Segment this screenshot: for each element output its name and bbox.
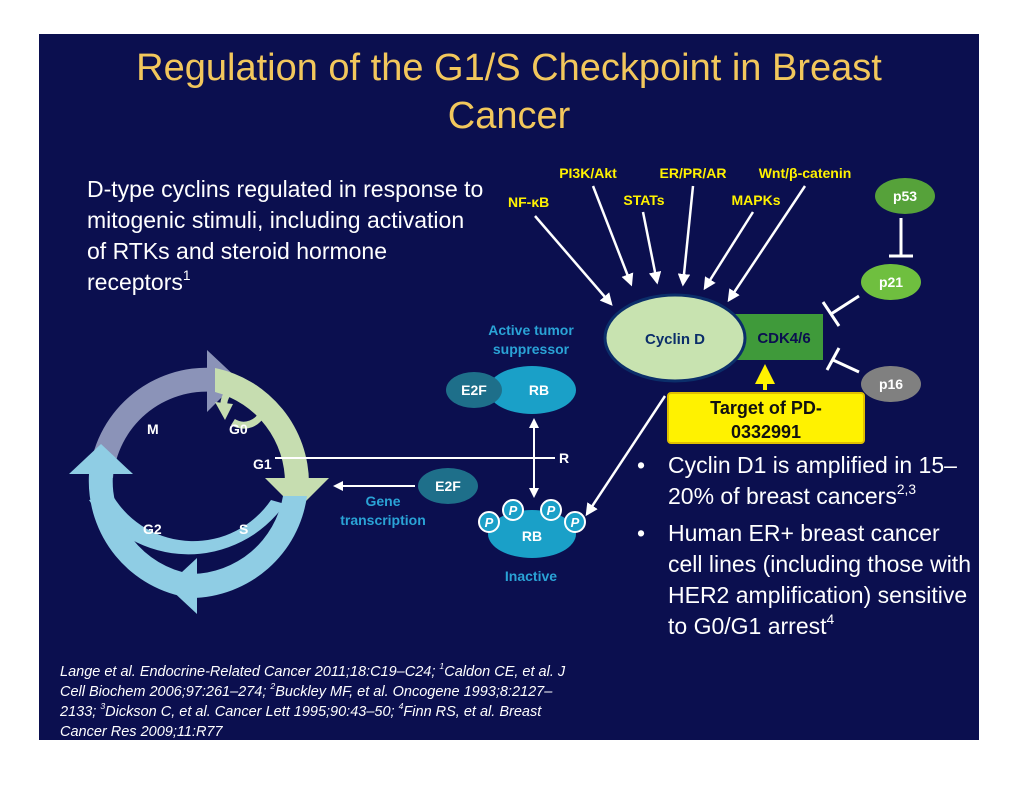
ref-3-post: Dickson C, et al. Cancer Lett 1995;90:43… [105,704,399,720]
arrow-er [677,185,695,287]
phospho-4 [564,511,586,533]
cycle-label-g2: G2 [143,521,162,537]
phospho-3-label: P [547,503,556,518]
slide: Regulation of the G1/S Checkpoint in Bre… [39,34,979,740]
ref-4-sup: 4 [398,701,404,712]
bullet-list: • Cyclin D1 is amplified in 15–20% of bre… [637,450,977,648]
cycle-label-g0: G0 [229,421,248,437]
rb-active-text: RB [529,382,549,398]
phospho-1 [478,511,500,533]
arrow-nfkb [534,215,613,306]
signal-mapk: MAPKs [731,192,780,208]
cycle-g2-arrowhead [69,444,133,474]
e2f-free-label: E2F [435,478,461,494]
signal-stats: STATs [623,192,664,208]
p16-inhibit-line [832,358,860,374]
arrow-stats [641,211,662,285]
arrow-pi3k [591,185,634,287]
cycle-label-s: S [239,521,248,537]
p21-inhibit-line [830,294,860,316]
p21-node [861,264,921,300]
phospho-2 [502,499,524,521]
g0-arrowhead [215,402,233,420]
target-line2: 0332991 [730,422,802,442]
cycle-label-g1: G1 [253,456,272,472]
e2f-bound [446,372,502,408]
rb-active-label-line2: suppressor [493,341,570,357]
intro-text: D-type cyclins regulated in response to … [87,174,487,298]
rb-active [488,366,576,414]
p21-inhibit-bar [821,301,841,327]
cdk-to-rb-arrow [585,395,667,517]
phospho-4-label: P [571,515,580,530]
bullet-item-1: • Cyclin D1 is amplified in 15–20% of bre… [637,450,977,512]
cycle-g1-arrowhead [265,478,329,510]
p16-label: p16 [879,376,903,392]
ref-2-post: Buckley MF, et al. Oncogene 1993;8:2127–… [60,684,553,720]
cycle-g1-arc [215,368,310,484]
bullet-marker: • [637,520,646,546]
cycle-g2-arc [88,474,191,598]
intro-sup: 1 [182,267,191,283]
pathway-diagram: M G0 G1 G2 S R Gene transcription E2F Ac… [69,165,935,614]
rb-active-label-line1: Active tumor [488,322,574,338]
signal-nfkb: NF-κB [508,194,549,210]
bullet-1-sup: 2,3 [896,481,917,497]
rb-inactive-text: RB [522,528,542,544]
title-line-2: Cancer [447,95,571,137]
ref-1-sup: 1 [439,661,445,672]
bullet-2-sup: 4 [826,611,835,627]
phospho-groups: P P P P [478,499,586,533]
arrow-mapk [703,211,755,291]
arrow-wnt [727,185,807,303]
cdk46-label: CDK4/6 [757,330,810,347]
intro-body: D-type cyclins regulated in response to … [87,176,484,295]
bullet-2-text: Human ER+ breast cancer cell lines (incl… [668,520,971,639]
phospho-3 [540,499,562,521]
p16-inhibit-bar [825,347,841,371]
ref-4-post: Finn RS, et al. Breast Cancer Res 2009;1… [60,704,542,740]
bullet-marker: • [637,452,646,478]
rb-inactive [488,510,576,558]
rb-inactive-label: Inactive [505,568,557,584]
cycle-label-m: M [147,421,159,437]
p16-node [861,366,921,402]
gene-transcription-line1: Gene [365,493,400,509]
target-line1: Target of PD- [710,398,822,418]
ref-2-sup: 2 [270,681,276,692]
p53-node [875,178,935,214]
slide-title: Regulation of the G1/S Checkpoint in Bre… [39,44,979,140]
bullet-item-2: • Human ER+ breast cancer cell lines (inc… [637,518,977,642]
drug-target-box: Target of PD- 0332991 [667,392,865,444]
cycle-s-arc [191,496,307,598]
signal-er: ER/PR/AR [660,165,727,181]
ref-1-post: Caldon CE, et al. J Cell Biochem 2006;97… [60,664,566,700]
signal-arrows [534,185,807,306]
signal-wnt: Wnt/β-catenin [759,165,852,181]
e2f-bound-label: E2F [461,382,487,398]
phospho-1-label: P [485,515,494,530]
title-line-1: Regulation of the G1/S Checkpoint in Bre… [136,47,882,89]
signal-pi3k: PI3K/Akt [559,165,617,181]
ref-1-pre: Lange et al. Endocrine-Related Cancer 20… [60,664,440,680]
cyclin-d-label: Cyclin D [645,331,705,348]
ref-3-sup: 3 [100,701,106,712]
cycle-sg2-arc [89,496,285,555]
gene-transcription-line2: transcription [340,512,426,528]
p21-label: p21 [879,274,903,290]
p53-label: p53 [893,188,917,204]
cell-cycle: M G0 G1 G2 S [69,350,329,614]
cyclin-d [603,293,747,383]
phospho-2-label: P [509,503,518,518]
bullet-1-text: Cyclin D1 is amplified in 15–20% of brea… [668,452,957,509]
restriction-label: R [559,450,569,466]
signal-labels: NF-κB PI3K/Akt STATs ER/PR/AR MAPKs Wnt/… [508,165,851,210]
g0-loop [220,381,268,429]
e2f-free [418,468,478,504]
references: Lange et al. Endocrine-Related Cancer 20… [60,662,580,740]
